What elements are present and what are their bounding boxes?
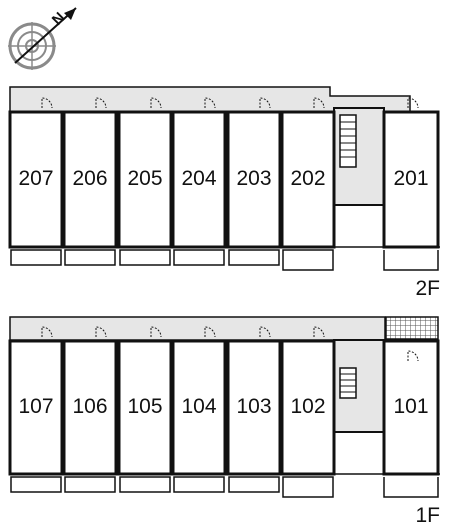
balcony	[173, 476, 225, 493]
room-outline	[8, 110, 64, 249]
unit-206: 206	[62, 97, 118, 266]
unit-number-label: 101	[393, 395, 428, 418]
unit-number-label: 205	[127, 167, 162, 190]
room-outline	[280, 339, 336, 476]
room-outline	[226, 110, 282, 249]
balcony	[383, 477, 439, 498]
balcony	[119, 476, 171, 493]
balcony	[228, 476, 280, 493]
unit-101: 101	[382, 339, 440, 498]
room-outline	[171, 339, 227, 476]
unit-205: 205	[117, 97, 173, 266]
balcony	[64, 249, 116, 266]
room-outline	[226, 339, 282, 476]
room-outline	[171, 110, 227, 249]
compass-north-label: N	[49, 9, 69, 29]
balcony	[64, 476, 116, 493]
room-outline	[62, 339, 118, 476]
unit-103: 103	[226, 326, 282, 493]
unit-201: 201	[382, 97, 440, 271]
unit-number-label: 106	[72, 395, 107, 418]
unit-102: 102	[280, 326, 336, 498]
unit-number-label: 104	[181, 395, 216, 418]
unit-203: 203	[226, 97, 282, 266]
room-outline	[382, 339, 440, 476]
unit-204: 204	[171, 97, 227, 266]
room-outline	[280, 110, 336, 249]
balcony	[383, 250, 439, 271]
floor-label-1f: 1F	[415, 504, 440, 527]
unit-number-label: 204	[181, 167, 216, 190]
balcony	[228, 249, 280, 266]
room-outline	[62, 110, 118, 249]
room-outline	[8, 339, 64, 476]
balcony	[282, 249, 334, 271]
unit-number-label: 201	[393, 167, 428, 190]
compass-icon: N	[8, 7, 77, 70]
unit-107: 107	[8, 326, 64, 493]
unit-104: 104	[171, 326, 227, 493]
unit-202: 202	[280, 97, 336, 271]
unit-number-label: 105	[127, 395, 162, 418]
unit-number-label: 102	[290, 395, 325, 418]
hatched-area-1f	[385, 316, 439, 340]
unit-number-label: 206	[72, 167, 107, 190]
unit-number-label: 202	[290, 167, 325, 190]
room-outline	[117, 339, 173, 476]
balcony	[173, 249, 225, 266]
balcony	[10, 476, 62, 493]
unit-number-label: 203	[236, 167, 271, 190]
staircase-1f	[339, 367, 357, 399]
floor-label-2f: 2F	[415, 277, 440, 300]
room-outline	[117, 110, 173, 249]
balcony	[10, 249, 62, 266]
balcony	[119, 249, 171, 266]
room-outline	[382, 110, 440, 249]
corridor-1f	[9, 316, 386, 341]
staircase-2f	[339, 114, 357, 168]
unit-number-label: 107	[18, 395, 53, 418]
unit-number-label: 207	[18, 167, 53, 190]
unit-number-label: 103	[236, 395, 271, 418]
unit-207: 207	[8, 97, 64, 266]
unit-105: 105	[117, 326, 173, 493]
floor-1f-plan	[9, 316, 440, 475]
balcony	[282, 476, 334, 498]
unit-106: 106	[62, 326, 118, 493]
